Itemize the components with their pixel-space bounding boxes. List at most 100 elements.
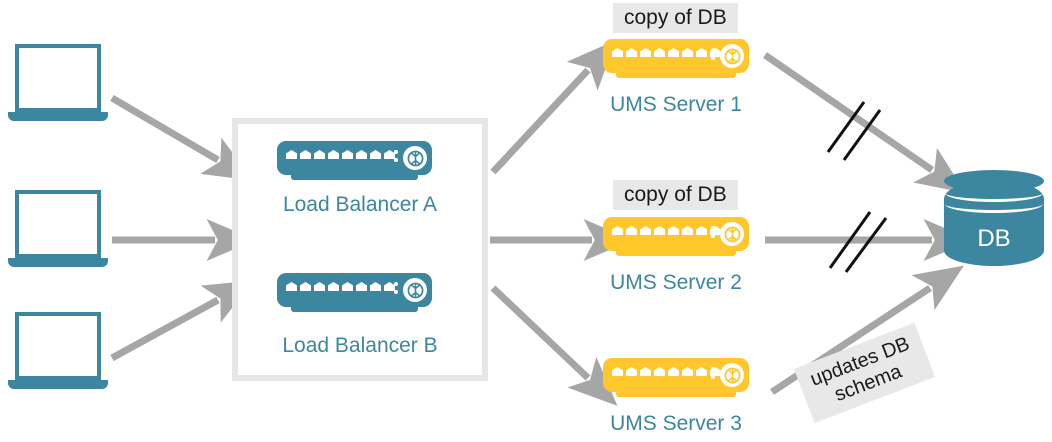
ums-server-3[interactable] (603, 358, 749, 400)
arrow-lb-to-ums1 (490, 40, 616, 175)
port-icon (696, 367, 707, 376)
appliance-foot (616, 389, 736, 397)
laptop-base (8, 380, 108, 389)
port-icon (314, 282, 325, 291)
status-dots (711, 367, 715, 379)
port-icon (668, 48, 679, 57)
arrow-ums1-to-db (763, 52, 966, 194)
status-dot (394, 158, 398, 162)
port-icon (384, 282, 395, 291)
port-icon (370, 150, 381, 159)
arrow-lb-to-ums3 (490, 285, 618, 406)
db-label: DB (977, 225, 1011, 252)
load-balancer-a-label: Load Balancer A (282, 193, 438, 216)
database-cylinder[interactable]: DB (944, 170, 1044, 278)
port-icon (654, 226, 665, 235)
ums-server-2-label: UMS Server 2 (610, 271, 742, 294)
network-globe-icon (720, 363, 744, 387)
network-globe-icon (403, 146, 427, 170)
port-icon (654, 48, 665, 57)
arrow-client3-to-lb (110, 280, 254, 362)
port-icon (286, 150, 297, 159)
status-dots (394, 282, 398, 294)
appliance-ports (612, 367, 721, 376)
network-globe-icon (720, 222, 744, 246)
db-ring (945, 195, 1043, 213)
network-globe-icon (720, 44, 744, 68)
break-slash-ums1-b (842, 109, 882, 161)
status-dot (394, 150, 398, 154)
port-icon (640, 226, 651, 235)
appliance-foot (290, 172, 419, 180)
port-icon (682, 48, 693, 57)
port-icon (612, 226, 623, 235)
laptop-base (8, 258, 108, 267)
status-dot (711, 367, 715, 371)
port-icon (300, 282, 311, 291)
port-icon (696, 226, 707, 235)
status-dot (711, 375, 715, 379)
appliance-foot (616, 70, 736, 78)
port-icon (328, 282, 339, 291)
port-icon (342, 282, 353, 291)
break-slash-ums1-a (826, 101, 866, 153)
ums1-copy-of-db-tag: copy of DB (613, 3, 738, 33)
port-icon (668, 226, 679, 235)
appliance-ports (286, 282, 395, 291)
appliance-ports (612, 226, 721, 235)
port-icon (384, 150, 395, 159)
port-icon (640, 367, 651, 376)
appliance-ports (286, 150, 395, 159)
laptop-screen (15, 44, 101, 112)
port-icon (612, 367, 623, 376)
break-slash-ums2-b (844, 217, 888, 273)
port-icon (314, 150, 325, 159)
laptop-base (8, 112, 108, 121)
load-balancer-b-label: Load Balancer B (282, 334, 438, 357)
status-dots (394, 150, 398, 162)
client-laptop-1[interactable] (8, 44, 108, 121)
port-icon (710, 226, 721, 235)
port-icon (300, 150, 311, 159)
ums-server-3-label: UMS Server 3 (610, 412, 742, 435)
load-balancer-a[interactable] (277, 141, 432, 183)
port-icon (286, 282, 297, 291)
status-dot (711, 56, 715, 60)
port-icon (342, 150, 353, 159)
status-dot (711, 234, 715, 238)
client-laptop-2[interactable] (8, 190, 108, 267)
ums-server-1[interactable] (603, 39, 749, 81)
ums-server-2[interactable] (603, 217, 749, 259)
break-slash-ums2-a (828, 211, 872, 269)
port-icon (654, 367, 665, 376)
network-globe-icon (403, 278, 427, 302)
arrow-client1-to-lb (110, 94, 254, 181)
load-balancer-group-box (232, 118, 488, 381)
status-dots (711, 48, 715, 60)
port-icon (356, 150, 367, 159)
port-icon (370, 282, 381, 291)
port-icon (626, 226, 637, 235)
status-dot (711, 48, 715, 52)
ums2-copy-of-db-tag: copy of DB (613, 180, 738, 210)
port-icon (626, 48, 637, 57)
port-icon (668, 367, 679, 376)
port-icon (696, 48, 707, 57)
appliance-foot (616, 248, 736, 256)
port-icon (710, 367, 721, 376)
port-icon (710, 48, 721, 57)
client-laptop-3[interactable] (8, 312, 108, 389)
port-icon (356, 282, 367, 291)
appliance-foot (290, 304, 419, 312)
laptop-screen (15, 312, 101, 380)
appliance-ports (612, 48, 721, 57)
port-icon (682, 367, 693, 376)
port-icon (626, 367, 637, 376)
ums-server-1-label: UMS Server 1 (610, 93, 742, 116)
status-dot (711, 226, 715, 230)
port-icon (640, 48, 651, 57)
laptop-screen (15, 190, 101, 258)
status-dot (394, 282, 398, 286)
load-balancer-b[interactable] (277, 273, 432, 315)
